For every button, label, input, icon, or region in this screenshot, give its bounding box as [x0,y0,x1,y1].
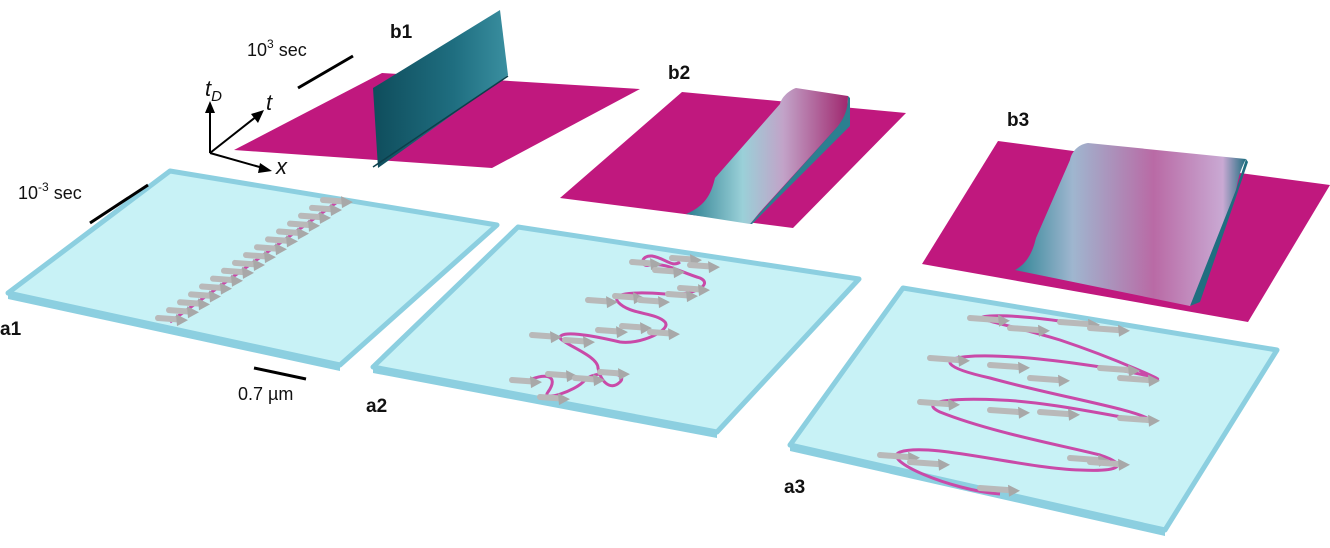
spin-arrow [155,314,188,327]
panel-b1 [234,10,640,168]
spin-arrow [243,251,276,264]
axis-depth-head [251,110,264,123]
panel-a1 [5,168,500,371]
axis-depth [209,115,258,154]
spin-arrow [1037,408,1080,421]
timescale-bar-top [297,54,354,90]
spin-arrow [987,361,1030,374]
label-b3: b3 [1007,110,1029,131]
spin-arrow [320,196,353,209]
slab-a1-top [5,168,500,368]
spin-arrow [967,314,1010,327]
spin-arrow [1087,458,1130,471]
spin-arrow [188,290,221,303]
axis-horizontal [209,152,264,169]
spin-arrow [597,368,630,381]
spin-arrow [927,354,970,367]
ridge-b1 [373,10,508,168]
spin-arrow [166,306,199,319]
spin-arrow [1117,374,1160,387]
spin-arrow [572,374,605,387]
label-a1: a1 [0,319,22,340]
arrows-a1 [155,196,353,327]
ridge-b1-base [372,75,509,168]
spin-arrow [287,219,320,232]
length-scale-label: 0.7 µm [238,384,293,404]
spin-arrow [637,296,670,309]
panel-a2 [370,224,862,438]
spin-arrow [232,259,265,272]
spin-arrow [509,376,542,389]
spin-arrow [665,290,698,303]
arrows-a3 [877,314,1160,497]
spin-arrow [1097,364,1140,377]
panel-a3 [787,285,1280,536]
label-a2: a2 [366,396,387,417]
spin-arrow [917,398,960,411]
spin-arrow [987,406,1030,419]
spin-arrow [1117,414,1160,427]
spin-arrow [585,296,618,309]
spin-arrow [1007,324,1050,337]
spin-arrow [254,243,287,256]
slab-a3-top [787,285,1280,533]
label-b2: b2 [668,63,690,84]
arrows-a2 [509,254,720,406]
spin-arrow [687,261,720,274]
ridge-b3-wall [1190,159,1248,306]
panel-b3 [922,141,1330,322]
axis-label-t: t [266,90,273,115]
spin-arrow [677,284,710,297]
spin-arrow [629,258,662,271]
label-b1: b1 [390,22,413,43]
spin-arrow [276,227,309,240]
spin-arrow [647,328,680,341]
ridge-b3 [1015,143,1246,306]
spin-arrow [537,393,570,406]
axis-label-td: tD [205,76,222,105]
spin-arrow [210,274,243,287]
axis-vertical-head [205,101,215,113]
axes-triad [205,101,272,173]
timescale-bar-bottom [89,183,149,225]
spin-arrow [619,322,652,335]
spin-arrow [265,235,298,248]
length-scale-bar [253,366,307,381]
axis-horizontal-head [258,163,272,173]
spin-arrow [977,484,1020,497]
spin-arrow [595,326,628,339]
ridge-b2 [686,88,848,224]
spin-arrow [652,266,685,279]
spin-arrow [529,331,562,344]
spin-arrow [545,370,578,383]
spin-arrow [562,336,595,349]
spin-arrow [907,458,950,471]
label-a3: a3 [784,477,805,498]
timescale-label-top: 103 sec [247,37,307,60]
spin-arrow [309,203,342,216]
spin-arrow [177,298,210,311]
axis-label-x: x [275,154,288,179]
spin-arrow [298,211,331,224]
timescale-label-bottom: 10-3 sec [18,180,82,203]
spin-arrow [221,266,254,279]
panel-b2 [560,88,906,228]
spin-arrow [1027,374,1070,387]
spin-arrow [1087,324,1130,337]
spin-arrow [199,282,232,295]
